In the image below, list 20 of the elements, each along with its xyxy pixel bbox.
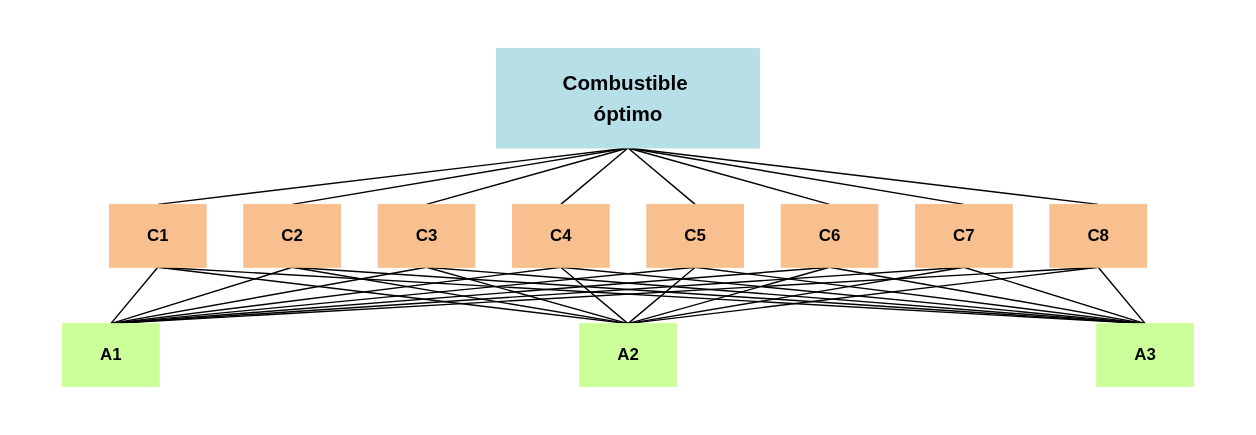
node-box: Combustible óptimo	[496, 47, 760, 149]
connector	[1097, 266, 1146, 325]
connector	[627, 147, 696, 206]
node-box: C6	[780, 203, 879, 268]
node-box: A1	[62, 323, 160, 388]
connector	[110, 266, 696, 325]
connector	[560, 266, 629, 325]
connector	[560, 147, 629, 206]
connector	[560, 266, 1146, 325]
node-box: C5	[646, 203, 744, 268]
node-box: C7	[915, 203, 1013, 268]
node-box: C8	[1049, 203, 1148, 268]
connector	[110, 266, 159, 325]
node-box: C4	[512, 203, 610, 268]
node-box: A2	[579, 323, 677, 388]
connector	[627, 266, 696, 325]
node-box: C1	[108, 203, 207, 268]
node-box: C2	[243, 203, 341, 268]
node-box: A3	[1096, 323, 1194, 388]
node-box: C3	[377, 203, 476, 268]
